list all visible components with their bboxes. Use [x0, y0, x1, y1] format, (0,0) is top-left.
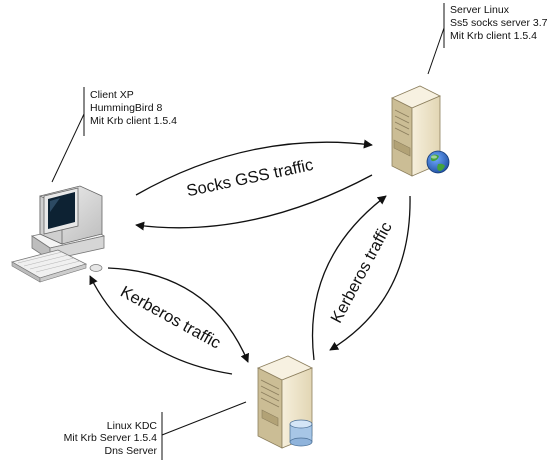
server-database-icon: [257, 355, 313, 449]
kdc-note-line-2: Mit Krb Server 1.5.4: [64, 432, 158, 444]
kdc-note: Linux KDC Mit Krb Server 1.5.4 Dns Serve…: [64, 401, 247, 460]
kdc-note-line-1: Linux KDC: [107, 420, 158, 432]
client-note: Client XP HummingBird 8 Mit Krb client 1…: [51, 87, 177, 183]
socks-traffic-arrow-upper: [135, 139, 373, 196]
client-kdc-arrow-lower: [89, 275, 233, 375]
kdc-note-leader: [161, 401, 247, 436]
client-kdc-kerberos-label: Kerberos traffic: [117, 283, 223, 353]
server-kdc-arrow-left: [311, 195, 387, 361]
client-note-line-2: HummingBird 8: [90, 102, 163, 114]
client-kdc-kerberos-link: Kerberos traffic: [89, 267, 249, 375]
socks-traffic-label: Socks GSS traffic: [185, 156, 315, 200]
client-note-line-1: Client XP: [90, 89, 134, 101]
client-note-leader: [51, 113, 85, 183]
server-note: Server Linux Ss5 socks server 3.7 Mit Kr…: [427, 3, 548, 75]
server-note-line-3: Mit Krb client 1.5.4: [450, 30, 537, 42]
socks-traffic-link: Socks GSS traffic: [135, 139, 373, 231]
desktop-computer-icon: [10, 185, 106, 283]
server-globe-icon: [391, 85, 450, 177]
server-note-line-2: Ss5 socks server 3.7: [450, 17, 548, 29]
socks-traffic-arrow-lower: [135, 174, 373, 231]
globe-icon: [426, 150, 450, 174]
client-note-line-3: Mit Krb client 1.5.4: [90, 115, 177, 127]
server-note-line-1: Server Linux: [450, 4, 510, 16]
client-kdc-arrow-upper: [107, 267, 249, 363]
server-note-leader: [427, 27, 445, 75]
database-icon: [289, 419, 313, 447]
kdc-note-line-3: Dns Server: [104, 445, 157, 457]
server-kdc-kerberos-link: Kerberos traffic: [311, 195, 411, 361]
mouse: [89, 264, 103, 272]
server-kdc-kerberos-label: Kerberos traffic: [327, 219, 395, 326]
server-kdc-arrow-right: [329, 195, 411, 351]
